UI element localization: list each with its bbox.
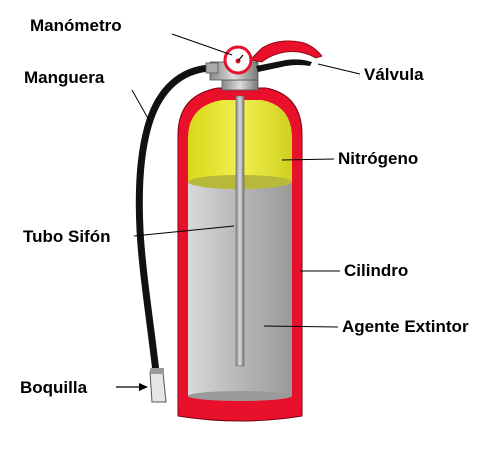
leader-valvula (317, 63, 361, 75)
valve-lever (256, 59, 312, 72)
leader-manometro (171, 33, 233, 56)
label-nitrogeno: Nitrógeno (338, 149, 418, 168)
boquilla-arrowhead (139, 383, 148, 391)
nozzle-collar (150, 368, 164, 374)
hose (135, 64, 214, 376)
label-cilindro: Cilindro (344, 261, 408, 280)
label-tubo-sifon: Tubo Sifón (23, 227, 111, 246)
cylinder-neck (221, 79, 259, 91)
label-manguera: Manguera (24, 68, 105, 87)
leader-manguera (131, 89, 151, 123)
siphon-tube (235, 95, 245, 367)
leader-agente-extintor (263, 325, 339, 328)
label-manometro: Manómetro (30, 16, 122, 35)
nozzle (149, 371, 167, 403)
leader-lines (131, 33, 361, 328)
leader-nitrogeno (281, 158, 335, 161)
label-boquilla: Boquilla (20, 378, 88, 397)
gauge-needle (237, 54, 244, 62)
agent-bottom (188, 391, 292, 401)
leader-tubo-sifon (133, 225, 235, 237)
valve-handle (249, 40, 323, 63)
hose-coupling (205, 62, 219, 74)
label-agente-extintor: Agente Extintor (342, 317, 469, 336)
label-valvula: Válvula (364, 65, 424, 84)
